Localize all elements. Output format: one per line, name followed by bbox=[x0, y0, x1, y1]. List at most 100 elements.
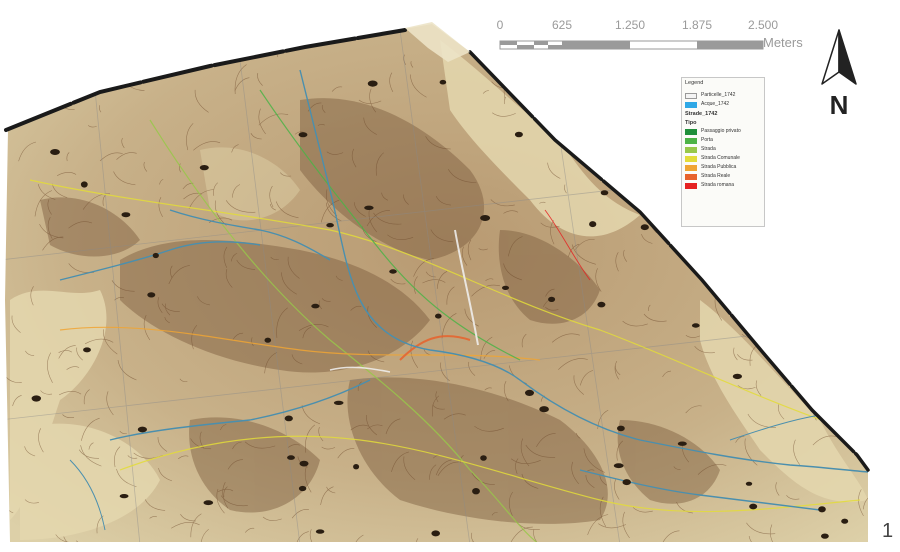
parcel-boundary-line bbox=[225, 269, 233, 288]
legend-label-road-type: Strada romana bbox=[701, 182, 735, 188]
parcel-boundary-line bbox=[161, 303, 180, 312]
parcel-boundary-line bbox=[157, 296, 163, 313]
parcel-boundary-line bbox=[220, 424, 227, 431]
parcel-boundary-line bbox=[199, 431, 205, 449]
parcel-boundary-line bbox=[309, 529, 315, 542]
parcel-boundary-line bbox=[114, 62, 123, 73]
parcel-number-mark bbox=[600, 190, 609, 196]
parcel-boundary-line bbox=[862, 306, 868, 321]
parcel-boundary-line bbox=[350, 305, 362, 311]
parcel-number-mark bbox=[640, 224, 649, 231]
legend-swatch-road-type bbox=[685, 173, 697, 180]
parcel-boundary-line bbox=[58, 350, 73, 353]
parcel-boundary-line bbox=[792, 55, 801, 61]
parcel-number-mark bbox=[480, 215, 491, 221]
parcel-boundary-line bbox=[298, 323, 329, 331]
parcel-boundary-line bbox=[275, 201, 299, 219]
parcel-boundary-line bbox=[831, 232, 837, 242]
parcel-boundary-line bbox=[353, 202, 366, 217]
parcel-boundary-line bbox=[851, 151, 861, 163]
parcel-boundary-line bbox=[792, 195, 812, 211]
parcel-boundary-line bbox=[58, 391, 82, 396]
parcel-boundary-line bbox=[622, 320, 648, 327]
parcel-number-mark bbox=[589, 221, 597, 228]
parcel-boundary-line bbox=[62, 414, 75, 419]
parcel-number-mark bbox=[525, 389, 534, 396]
parcel-boundary-line bbox=[770, 524, 778, 542]
parcel-boundary-line bbox=[730, 243, 738, 267]
parcel-boundary-line bbox=[786, 495, 800, 500]
parcel-boundary-line bbox=[299, 34, 319, 39]
parcel-number-mark bbox=[749, 503, 758, 510]
parcel-boundary-line bbox=[843, 280, 866, 286]
parcel-boundary-line bbox=[375, 152, 384, 176]
parcel-boundary-line bbox=[381, 192, 389, 201]
parcel-boundary-line bbox=[367, 424, 383, 430]
parcel-boundary-line bbox=[527, 545, 537, 552]
parcel-boundary-line bbox=[257, 73, 263, 86]
parcel-boundary-line bbox=[778, 243, 792, 249]
parcel-boundary-line bbox=[127, 455, 138, 459]
parcel-number-mark bbox=[691, 323, 700, 328]
parcel-boundary-line bbox=[425, 271, 436, 278]
parcel-number-mark bbox=[821, 533, 829, 539]
parcel-number-mark bbox=[147, 292, 156, 298]
parcel-boundary-line bbox=[614, 478, 620, 500]
parcel-boundary-line bbox=[194, 89, 209, 113]
legend-item-road-type: Strada Comunale bbox=[685, 154, 761, 163]
parcel-boundary-line bbox=[366, 210, 390, 227]
parcel-boundary-line bbox=[755, 380, 762, 396]
parcel-boundary-line bbox=[435, 195, 451, 206]
parcel-boundary-line bbox=[736, 300, 748, 315]
parcel-boundary-line bbox=[565, 102, 569, 122]
parcel-number-mark bbox=[367, 80, 378, 87]
parcel-boundary-line bbox=[387, 234, 414, 240]
parcel-boundary-line bbox=[772, 330, 787, 348]
parcel-boundary-line bbox=[437, 461, 460, 476]
parcel-boundary-line bbox=[76, 347, 83, 361]
parcel-boundary-line bbox=[480, 336, 493, 361]
parcel-boundary-line bbox=[350, 424, 369, 431]
parcel-boundary-line bbox=[429, 464, 437, 480]
parcel-boundary-line bbox=[858, 489, 864, 517]
parcel-boundary-line bbox=[114, 446, 121, 468]
parcel-boundary-line bbox=[447, 169, 477, 183]
parcel-boundary-line bbox=[287, 256, 300, 279]
parcel-boundary-line bbox=[733, 347, 738, 361]
parcel-boundary-line bbox=[515, 458, 519, 475]
parcel-boundary-line bbox=[326, 151, 344, 155]
parcel-boundary-line bbox=[234, 77, 250, 92]
parcel-boundary-line bbox=[294, 131, 304, 135]
parcel-boundary-line bbox=[117, 360, 137, 381]
parcel-boundary-line bbox=[432, 404, 445, 410]
parcel-boundary-line bbox=[251, 337, 254, 347]
legend-item-road-type: Strada bbox=[685, 145, 761, 154]
legend-item-road-type: Porta bbox=[685, 136, 761, 145]
parcel-boundary-line bbox=[440, 362, 450, 382]
parcel-boundary-line bbox=[460, 454, 464, 463]
parcel-number-mark bbox=[831, 185, 839, 192]
parcel-boundary-line bbox=[190, 513, 202, 538]
legend-group-title: Strade_1742 bbox=[685, 111, 718, 117]
parcel-boundary-line bbox=[624, 158, 629, 178]
parcel-boundary-line bbox=[471, 541, 476, 542]
parcel-number-mark bbox=[284, 415, 293, 422]
parcel-boundary-line bbox=[468, 361, 476, 376]
parcel-boundary-line bbox=[337, 448, 355, 459]
parcel-boundary-line bbox=[258, 113, 289, 126]
parcel-number-mark bbox=[613, 463, 624, 469]
parcel-number-mark bbox=[298, 132, 308, 138]
parcel-boundary-line bbox=[737, 354, 753, 361]
parcel-boundary-line bbox=[746, 522, 776, 535]
scale-label-0: 0 bbox=[496, 18, 504, 32]
parcel-boundary-line bbox=[269, 185, 274, 208]
parcel-boundary-line bbox=[197, 296, 210, 306]
page-number: 1 bbox=[882, 520, 894, 542]
parcel-boundary-line bbox=[558, 358, 588, 370]
parcel-boundary-line bbox=[403, 54, 407, 66]
parcel-boundary-line bbox=[673, 466, 681, 470]
parcel-number-mark bbox=[624, 63, 631, 69]
parcel-boundary-line bbox=[47, 199, 52, 215]
legend-item-road-type: Strada Reale bbox=[685, 172, 761, 181]
